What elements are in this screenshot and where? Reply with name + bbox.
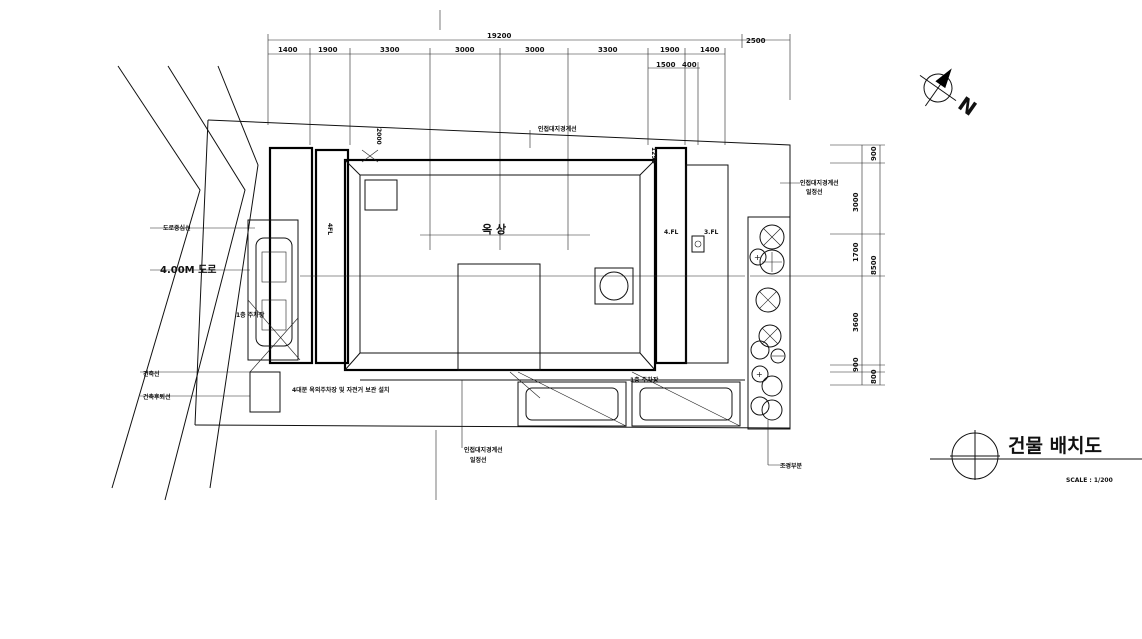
north-letter: N	[954, 92, 981, 121]
label-parking-left: 1층 주차장	[236, 311, 265, 319]
parking-left	[247, 219, 301, 413]
dim-top-7: 1900	[660, 46, 680, 54]
label-4fl-left: 4FL	[326, 223, 333, 235]
dim-right-4: 3600	[852, 312, 860, 332]
dim-right-3: 1700	[852, 242, 860, 262]
building-outline	[268, 146, 745, 372]
label-building-limit: 건축후퇴선	[143, 393, 171, 401]
label-setback-road: 도로중심선	[163, 224, 191, 232]
dim-right-extra: 2500	[746, 37, 766, 45]
label-adjacent-right: 인접대지경계선	[800, 179, 839, 187]
dim-right-1: 900	[870, 146, 878, 161]
dim-top-3: 3300	[380, 46, 400, 54]
road-lines	[111, 65, 259, 501]
label-building-line: 건축선	[143, 370, 160, 378]
label-rooftop: 옥 상	[482, 222, 506, 236]
label-parking-right: 1층 주차장	[630, 376, 659, 384]
label-2000: 2000	[375, 128, 382, 145]
dim-right-total: 8500	[870, 255, 878, 275]
dim-top-1: 1400	[278, 46, 298, 54]
drawing-title: 건물 배치도	[1008, 435, 1102, 457]
dim-top-6: 3300	[598, 46, 618, 54]
dim-right-2: 3000	[852, 192, 860, 212]
dim-overall: 19200	[487, 32, 511, 40]
title-symbol	[930, 430, 1142, 480]
north-arrow-icon	[919, 68, 957, 107]
landscape-strip: + +	[747, 216, 791, 430]
top-dimension-lines	[267, 10, 791, 250]
label-adjacent-bottom: 인접대지경계선	[464, 446, 503, 454]
parking-bottom	[360, 371, 745, 427]
label-road: 4.00M 도로	[160, 264, 217, 276]
label-3fl: 3.FL	[704, 229, 719, 236]
label-4fl-right: 4.FL	[664, 229, 679, 236]
right-dimension-lines	[750, 144, 885, 386]
dim-top-2: 1900	[318, 46, 338, 54]
label-parking-note: 4대분 옥외주차장 및 자전거 보관 설치	[292, 386, 389, 394]
dim-sub-1: 1500	[656, 61, 676, 69]
dim-right-6: 800	[870, 369, 878, 384]
dim-top-8: 1400	[700, 46, 720, 54]
label-adjacent-bottom-sub: 일정선	[470, 456, 487, 464]
label-adjacent-top: 인접대지경계선	[538, 125, 577, 133]
dim-sub-2: 400	[682, 61, 697, 69]
label-adjacent-right-sub: 일정선	[806, 188, 823, 196]
dim-right-5: 900	[852, 357, 860, 372]
dim-top-4: 3000	[455, 46, 475, 54]
svg-text:+: +	[754, 253, 761, 262]
dim-top-5: 3000	[525, 46, 545, 54]
svg-text:+: +	[756, 370, 763, 379]
drawing-scale: SCALE : 1/200	[1066, 477, 1113, 484]
label-1290: 1290	[650, 147, 657, 164]
label-landscape: 조경부분	[780, 462, 803, 470]
